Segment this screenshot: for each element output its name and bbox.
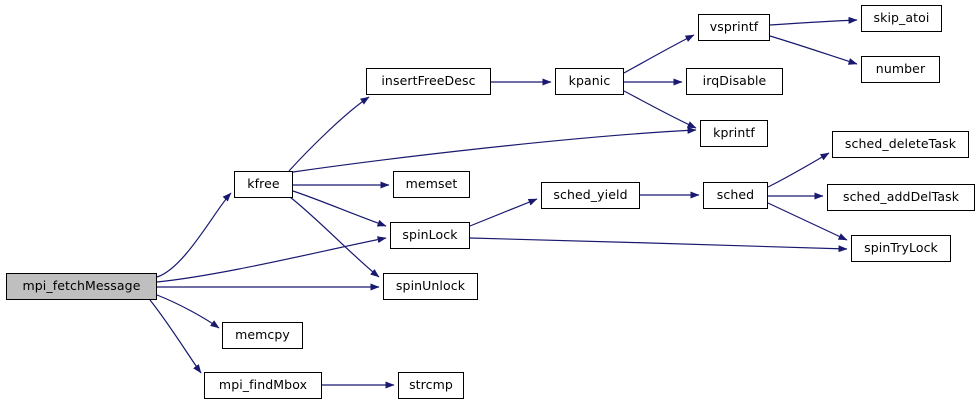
graph-edge-mpi_fetchMessage-to-kfree — [156, 192, 232, 278]
graph-node-label: memcpy — [235, 327, 290, 343]
graph-node-label: memset — [405, 176, 458, 192]
graph-edge-mpi_fetchMessage-to-mpi_findMbox — [149, 299, 202, 374]
graph-edge-kpanic-to-vsprintf — [623, 34, 695, 74]
graph-edge-spinLock-to-spinTryLock — [469, 237, 848, 253]
graph-node-label: number — [875, 61, 926, 77]
graph-node-label: irqDisable — [702, 73, 767, 89]
graph-edge-spinLock-to-sched_yield — [469, 198, 538, 227]
graph-edge-vsprintf-to-number — [769, 35, 858, 65]
graph-edge-sched-to-sched_deleteTask — [767, 152, 830, 188]
graph-node-label: sched — [716, 187, 755, 203]
graph-node-label: kprintf — [713, 125, 755, 141]
graph-node-label: sched_yield — [553, 187, 628, 203]
graph-node-spinTryLock[interactable]: spinTryLock — [851, 235, 951, 262]
graph-node-label: sched_addDelTask — [842, 189, 960, 205]
graph-edge-kpanic-to-kprintf — [623, 90, 697, 129]
graph-node-strcmp[interactable]: strcmp — [398, 372, 464, 399]
graph-node-label: kpanic — [568, 73, 611, 89]
graph-node-label: mpi_findMbox — [218, 377, 308, 393]
graph-edge-kfree-to-kprintf — [292, 126, 697, 173]
graph-edge-kfree-to-insertFreeDesc — [288, 96, 370, 172]
graph-node-label: insertFreeDesc — [381, 73, 476, 89]
graph-node-memcpy[interactable]: memcpy — [222, 322, 303, 349]
graph-node-spinLock[interactable]: spinLock — [390, 222, 470, 249]
graph-node-sched_addDelTask[interactable]: sched_addDelTask — [827, 184, 975, 211]
graph-node-vsprintf[interactable]: vsprintf — [698, 14, 770, 41]
graph-edge-mpi_fetchMessage-to-memcpy — [156, 294, 220, 329]
graph-node-spinUnlock[interactable]: spinUnlock — [383, 273, 478, 300]
graph-node-kprintf[interactable]: kprintf — [700, 120, 768, 147]
graph-node-skip_atoi[interactable]: skip_atoi — [861, 5, 942, 32]
graph-node-mpi_fetchMessage[interactable]: mpi_fetchMessage — [6, 273, 157, 300]
graph-node-number[interactable]: number — [861, 56, 940, 83]
graph-node-label: skip_atoi — [873, 10, 930, 26]
graph-node-kfree[interactable]: kfree — [234, 171, 293, 198]
graph-node-mpi_findMbox[interactable]: mpi_findMbox — [204, 372, 322, 399]
graph-node-sched[interactable]: sched — [703, 182, 768, 209]
graph-node-label: mpi_fetchMessage — [22, 278, 141, 294]
graph-edge-kfree-to-spinLock — [292, 190, 387, 227]
graph-node-label: spinUnlock — [395, 278, 466, 294]
graph-node-irqDisable[interactable]: irqDisable — [686, 68, 783, 95]
graph-edge-vsprintf-to-skip_atoi — [769, 16, 858, 26]
graph-node-label: kfree — [247, 176, 280, 192]
graph-edge-kfree-to-spinUnlock — [289, 196, 380, 278]
graph-node-insertFreeDesc[interactable]: insertFreeDesc — [366, 68, 491, 95]
graph-node-sched_deleteTask[interactable]: sched_deleteTask — [832, 131, 969, 158]
graph-node-label: strcmp — [409, 377, 453, 393]
graph-node-label: spinTryLock — [864, 240, 938, 256]
graph-node-kpanic[interactable]: kpanic — [555, 68, 624, 95]
graph-node-label: sched_deleteTask — [844, 136, 957, 152]
graph-edge-mpi_fetchMessage-to-spinLock — [156, 236, 387, 283]
graph-node-memset[interactable]: memset — [393, 171, 470, 198]
graph-node-label: spinLock — [402, 227, 458, 243]
graph-node-label: vsprintf — [709, 19, 759, 35]
graph-node-sched_yield[interactable]: sched_yield — [541, 182, 640, 209]
